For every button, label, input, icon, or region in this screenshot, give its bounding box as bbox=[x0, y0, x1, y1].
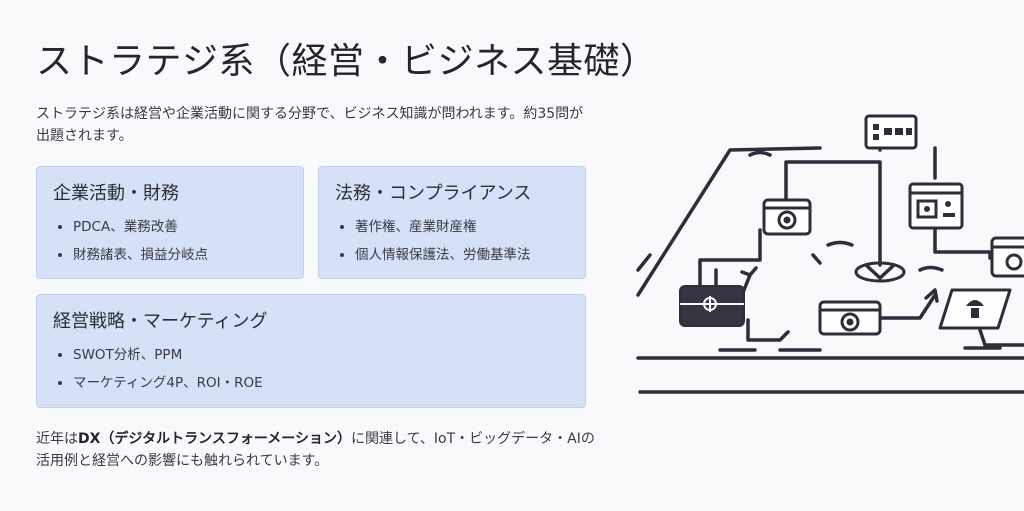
card-list: SWOT分析、PPM マーケティング4P、ROI・ROE bbox=[53, 341, 569, 397]
list-item: 著作権、産業財産権 bbox=[355, 213, 569, 241]
grid-device-icon bbox=[864, 114, 918, 150]
list-item: 個人情報保護法、労働基準法 bbox=[355, 241, 569, 269]
footer-prefix: 近年は bbox=[36, 431, 78, 447]
list-item: PDCA、業務改善 bbox=[73, 213, 287, 241]
list-item: マーケティング4P、ROI・ROE bbox=[73, 369, 569, 397]
funnel-icon bbox=[854, 261, 906, 283]
projector-icon bbox=[818, 300, 882, 336]
list-item: SWOT分析、PPM bbox=[73, 341, 569, 369]
control-panel-icon bbox=[908, 182, 964, 230]
footer-bold-term: DX（デジタルトランスフォーメーション） bbox=[78, 431, 352, 447]
footer-text: 近年はDX（デジタルトランスフォーメーション）に関連して、IoT・ビッグデータ・… bbox=[36, 428, 596, 472]
desk-lamp-icon bbox=[938, 288, 1012, 330]
card-heading: 法務・コンプライアンス bbox=[335, 183, 532, 204]
card-corporate-finance: 企業活動・財務 PDCA、業務改善 財務諸表、損益分岐点 bbox=[36, 166, 304, 279]
speaker-icon bbox=[990, 236, 1024, 278]
footer-suffix: に関連して、IoT・ビッグデータ・AIの活用例と経営への影響にも触れられています… bbox=[36, 431, 595, 469]
card-strategy-marketing: 経営戦略・マーケティング SWOT分析、PPM マーケティング4P、ROI・RO… bbox=[36, 294, 586, 408]
camera-icon bbox=[762, 198, 812, 236]
card-heading: 企業活動・財務 bbox=[53, 183, 179, 204]
card-list: PDCA、業務改善 財務諸表、損益分岐点 bbox=[53, 213, 287, 269]
briefcase-icon bbox=[679, 285, 745, 327]
page-title: ストラテジ系（経営・ビジネス基礎） bbox=[36, 41, 657, 82]
card-list: 著作権、産業財産権 個人情報保護法、労働基準法 bbox=[335, 213, 569, 269]
card-heading: 経営戦略・マーケティング bbox=[53, 311, 268, 332]
card-legal-compliance: 法務・コンプライアンス 著作権、産業財産権 個人情報保護法、労働基準法 bbox=[318, 166, 586, 279]
network-illustration bbox=[636, 114, 1024, 394]
intro-text: ストラテジ系は経営や企業活動に関する分野で、ビジネス知識が問われます。約35問が… bbox=[36, 106, 584, 144]
list-item: 財務諸表、損益分岐点 bbox=[73, 241, 287, 269]
